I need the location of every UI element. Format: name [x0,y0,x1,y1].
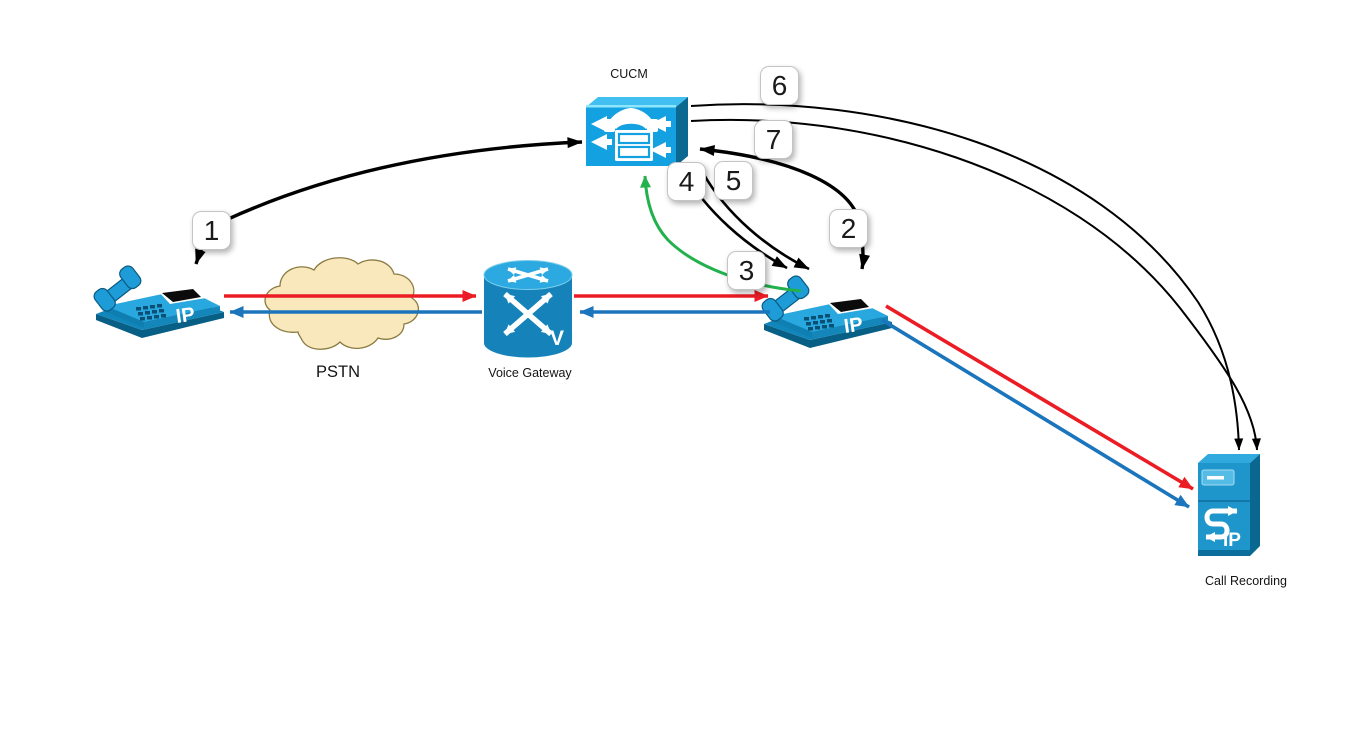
step-number-6: 6 [771,69,788,101]
cucm-side-arrows-icon [591,116,671,158]
cucm-label: CUCM [610,67,648,81]
ip-phone-left-icon: IP [93,265,224,338]
voice-gateway-label: Voice Gateway [488,366,572,380]
phone-left-keypad-icon [136,304,166,321]
step-badge-5: 5 [714,161,753,200]
gateway-top-arrows-icon [507,267,549,283]
step-badge-7: 7 [754,120,793,159]
sip-loop-icon [1204,506,1238,542]
gateway-v-marking: V [550,327,564,350]
cucm-server-card-icon [615,130,653,161]
step-number-7: 7 [765,123,782,155]
step-badge-3: 3 [727,251,766,290]
server-sip-marking: IP [1223,530,1241,551]
call-recording-server-icon: IP [1198,454,1260,556]
server-slot-icon [1201,469,1235,486]
pstn-label: PSTN [315,363,360,381]
gateway-x-arrows-icon [503,291,553,337]
pstn-cloud-icon [264,257,420,350]
step-number-1: 1 [203,214,220,246]
step-number-2: 2 [840,212,857,244]
step-badge-6: 6 [760,66,799,105]
call-recording-label: Call Recording [1205,574,1287,588]
step-number-5: 5 [725,164,742,196]
cucm-icon [586,97,688,166]
step-number-3: 3 [738,254,755,286]
step-badge-2: 2 [829,209,868,248]
step-badge-1: 1 [192,211,231,250]
step-badge-4: 4 [667,162,706,201]
ip-phone-right-icon: IP [761,275,892,348]
phone-left-ip-marking: IP [175,304,197,328]
phone-right-ip-marking: IP [843,314,865,338]
phone-left-handset-icon [93,265,142,312]
step-number-4: 4 [678,165,695,197]
phone-left-display [158,286,206,304]
voice-gateway-icon: V [483,260,573,358]
